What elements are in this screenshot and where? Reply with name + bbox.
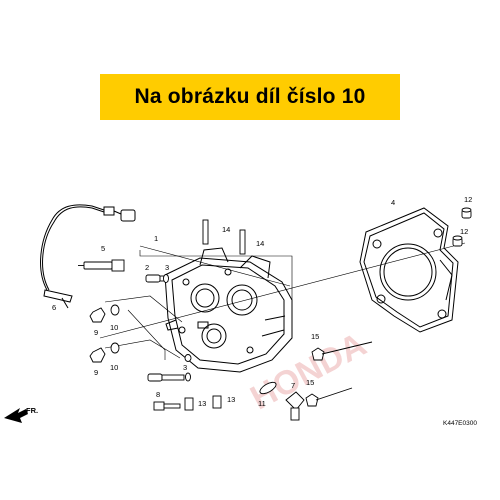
bolt-2 [145,274,191,382]
o2-sensor-cable [40,204,136,309]
part-label-7: 7 [291,381,295,390]
part-banner: Na obrázku díl číslo 10 [100,74,400,120]
part-label-9b: 9 [94,368,98,377]
part-label-14a: 14 [222,225,230,234]
spark-plug [78,259,125,272]
part-label-5: 5 [101,244,105,253]
part-label-8: 8 [156,390,160,399]
temp-sensor [259,381,305,421]
part-label-9a: 9 [94,328,98,337]
bolt-8 [153,401,181,411]
part-label-15b: 15 [306,378,314,387]
part-label-10b: 10 [110,363,118,372]
part-label-13a: 13 [198,399,206,408]
part-label-12b: 12 [460,227,468,236]
cylinder-head [164,247,293,373]
banner-text: Na obrázku díl číslo 10 [134,85,366,108]
fr-label: FR. [26,406,38,415]
nut-and-washer [89,304,192,363]
part-labels: 1 2 3 4 5 6 7 8 9 9 10 10 11 12 12 13 13… [52,195,472,408]
dowel-pin [452,207,472,247]
part-label-13b: 13 [227,395,235,404]
part-label-15a: 15 [311,332,319,341]
leader-lines [104,245,293,360]
front-direction-arrow: FR. [4,406,38,423]
cylinder-head-gasket [359,207,459,333]
part-label-4: 4 [391,198,395,207]
part-label-1: 1 [154,234,158,243]
bolt-15 [305,341,373,407]
part-label-12a: 12 [464,195,472,204]
part-label-2: 2 [145,263,149,272]
part-label-3: 3 [165,263,169,272]
figure-code: K447E0300 [443,420,477,427]
part-label-3b: 3 [183,363,187,372]
part-label-6: 6 [52,303,56,312]
part-label-14b: 14 [256,239,264,248]
stud-bolt [202,219,246,255]
part-label-10a: 10 [110,323,118,332]
clamp-13 [184,395,222,411]
part-label-11: 11 [258,399,266,408]
